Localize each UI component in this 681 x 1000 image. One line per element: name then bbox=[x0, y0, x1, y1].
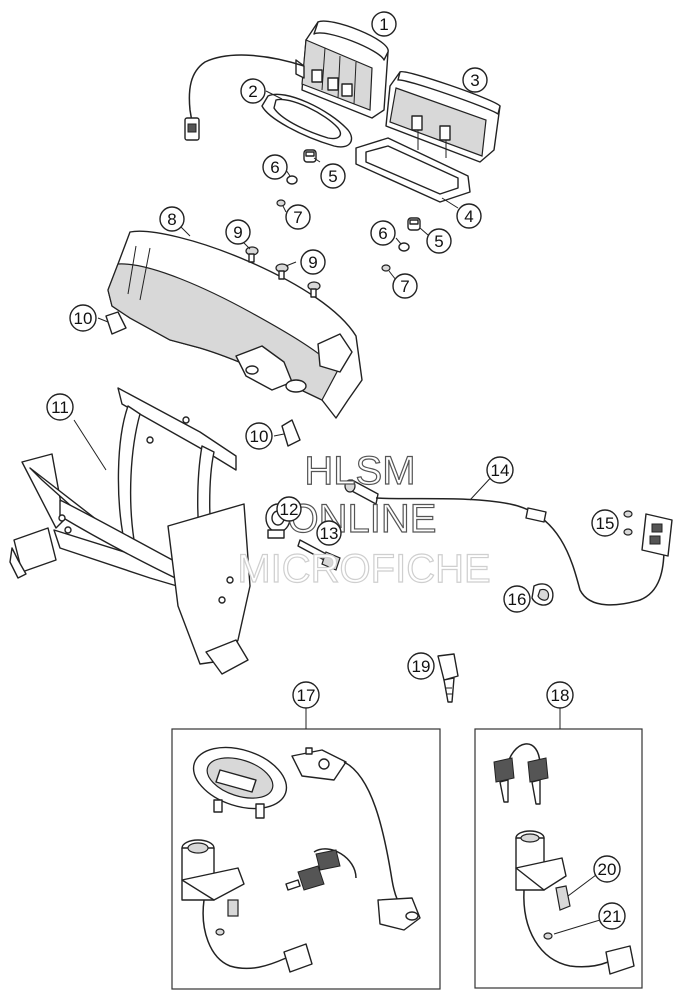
key-part-19[interactable] bbox=[437, 653, 459, 703]
svg-text:1: 1 bbox=[379, 15, 388, 34]
callout-5a[interactable]: 5 bbox=[320, 163, 346, 189]
gasket-part-4[interactable] bbox=[355, 137, 471, 203]
callout-3[interactable]: 3 bbox=[462, 67, 488, 93]
svg-text:7: 7 bbox=[293, 208, 302, 227]
callout-20[interactable]: 20 bbox=[593, 855, 621, 883]
watermark: HLSM ONLINE MICROFICHE bbox=[237, 448, 492, 591]
callout-13[interactable]: 13 bbox=[316, 520, 342, 546]
svg-text:3: 3 bbox=[470, 71, 479, 90]
callout-8[interactable]: 8 bbox=[159, 206, 185, 232]
cable-tie bbox=[525, 507, 547, 523]
svg-text:21: 21 bbox=[603, 907, 622, 926]
callout-5b[interactable]: 5 bbox=[426, 228, 452, 254]
ignition-switch-box-18[interactable] bbox=[515, 830, 571, 940]
callout-10b[interactable]: 10 bbox=[245, 422, 273, 450]
svg-text:20: 20 bbox=[598, 860, 617, 879]
lock-set-keys[interactable] bbox=[285, 848, 357, 891]
svg-text:18: 18 bbox=[551, 686, 570, 705]
clip-part-10b[interactable] bbox=[281, 419, 301, 447]
seat-lock[interactable] bbox=[291, 747, 347, 781]
svg-text:6: 6 bbox=[378, 224, 387, 243]
callout-9a[interactable]: 9 bbox=[225, 219, 251, 245]
fuel-cap-lock[interactable] bbox=[186, 737, 295, 820]
watermark-line-3: MICROFICHE bbox=[237, 547, 490, 591]
svg-text:2: 2 bbox=[248, 82, 257, 101]
svg-text:8: 8 bbox=[167, 210, 176, 229]
svg-text:17: 17 bbox=[297, 686, 316, 705]
callout-16[interactable]: 16 bbox=[503, 585, 531, 613]
svg-text:15: 15 bbox=[596, 514, 615, 533]
callout-11[interactable]: 11 bbox=[46, 393, 74, 421]
svg-text:10: 10 bbox=[250, 427, 269, 446]
grommet-part-5[interactable] bbox=[303, 149, 317, 163]
callout-17[interactable]: 17 bbox=[292, 681, 320, 709]
callout-1[interactable]: 1 bbox=[371, 11, 397, 37]
watermark-line-2: ONLINE bbox=[288, 497, 437, 541]
svg-text:11: 11 bbox=[51, 398, 69, 417]
clip-part-10a[interactable] bbox=[105, 311, 127, 335]
svg-text:7: 7 bbox=[400, 277, 409, 296]
ignition-connector[interactable] bbox=[283, 943, 313, 973]
sensor-part-14[interactable] bbox=[344, 479, 379, 505]
ignition-connector-box-18[interactable] bbox=[605, 945, 635, 975]
bolt-part-13[interactable] bbox=[297, 539, 341, 571]
svg-text:5: 5 bbox=[434, 232, 443, 251]
ignition-lock-box-18 bbox=[474, 728, 643, 989]
ignition-switch[interactable] bbox=[181, 839, 245, 936]
sensor-cable bbox=[375, 497, 665, 606]
callout-4[interactable]: 4 bbox=[456, 203, 482, 229]
speedometer-cable bbox=[188, 54, 305, 123]
ignition-cable-box-18 bbox=[523, 889, 609, 968]
callout-7b[interactable]: 7 bbox=[392, 273, 418, 299]
svg-text:9: 9 bbox=[308, 253, 317, 272]
svg-text:16: 16 bbox=[508, 590, 527, 609]
seat-lock-cable bbox=[343, 761, 415, 917]
display-unit-part-3[interactable] bbox=[385, 71, 501, 163]
callout-15[interactable]: 15 bbox=[591, 509, 619, 537]
svg-text:10: 10 bbox=[74, 309, 93, 328]
nut-part-6-right[interactable] bbox=[398, 242, 410, 252]
grommet-part-5-right[interactable] bbox=[407, 217, 421, 231]
ignition-switch-cable bbox=[202, 899, 287, 970]
callout-6b[interactable]: 6 bbox=[370, 220, 396, 246]
screw-part-9a[interactable] bbox=[245, 246, 259, 263]
connector-part-15[interactable] bbox=[623, 510, 673, 557]
gasket-part-2[interactable] bbox=[261, 93, 353, 148]
clip-part-16[interactable] bbox=[531, 583, 554, 606]
callout-7a[interactable]: 7 bbox=[285, 204, 311, 230]
callout-6a[interactable]: 6 bbox=[262, 154, 288, 180]
callout-14[interactable]: 14 bbox=[486, 456, 514, 484]
svg-text:6: 6 bbox=[270, 158, 279, 177]
callout-12[interactable]: 12 bbox=[276, 496, 302, 522]
svg-text:12: 12 bbox=[280, 500, 299, 519]
svg-text:4: 4 bbox=[464, 207, 473, 226]
svg-text:9: 9 bbox=[233, 223, 242, 242]
screw-part-7-right[interactable] bbox=[381, 264, 391, 272]
callout-10a[interactable]: 10 bbox=[69, 304, 97, 332]
nut-part-6[interactable] bbox=[286, 175, 298, 185]
headlight-mask-part-8[interactable] bbox=[107, 230, 363, 419]
keys-box-18[interactable] bbox=[493, 743, 549, 805]
callout-9b[interactable]: 9 bbox=[300, 249, 326, 275]
watermark-line-1: HLSM bbox=[304, 449, 415, 493]
screw-part-9b[interactable] bbox=[275, 263, 289, 280]
svg-text:13: 13 bbox=[320, 524, 339, 543]
callout-2[interactable]: 2 bbox=[240, 78, 266, 104]
callout-18[interactable]: 18 bbox=[546, 681, 574, 709]
svg-text:5: 5 bbox=[328, 167, 337, 186]
svg-text:14: 14 bbox=[491, 461, 510, 480]
connector-box-17[interactable] bbox=[377, 897, 421, 931]
svg-text:19: 19 bbox=[412, 657, 431, 676]
screw-part-9c[interactable] bbox=[307, 281, 321, 298]
callout-21[interactable]: 21 bbox=[598, 902, 626, 930]
screw-part-7[interactable] bbox=[276, 199, 286, 207]
speedometer-connector[interactable] bbox=[184, 117, 200, 141]
headlight-bracket-part-11[interactable] bbox=[9, 387, 251, 675]
speedometer-part-1[interactable] bbox=[295, 20, 389, 119]
callout-19[interactable]: 19 bbox=[407, 652, 435, 680]
